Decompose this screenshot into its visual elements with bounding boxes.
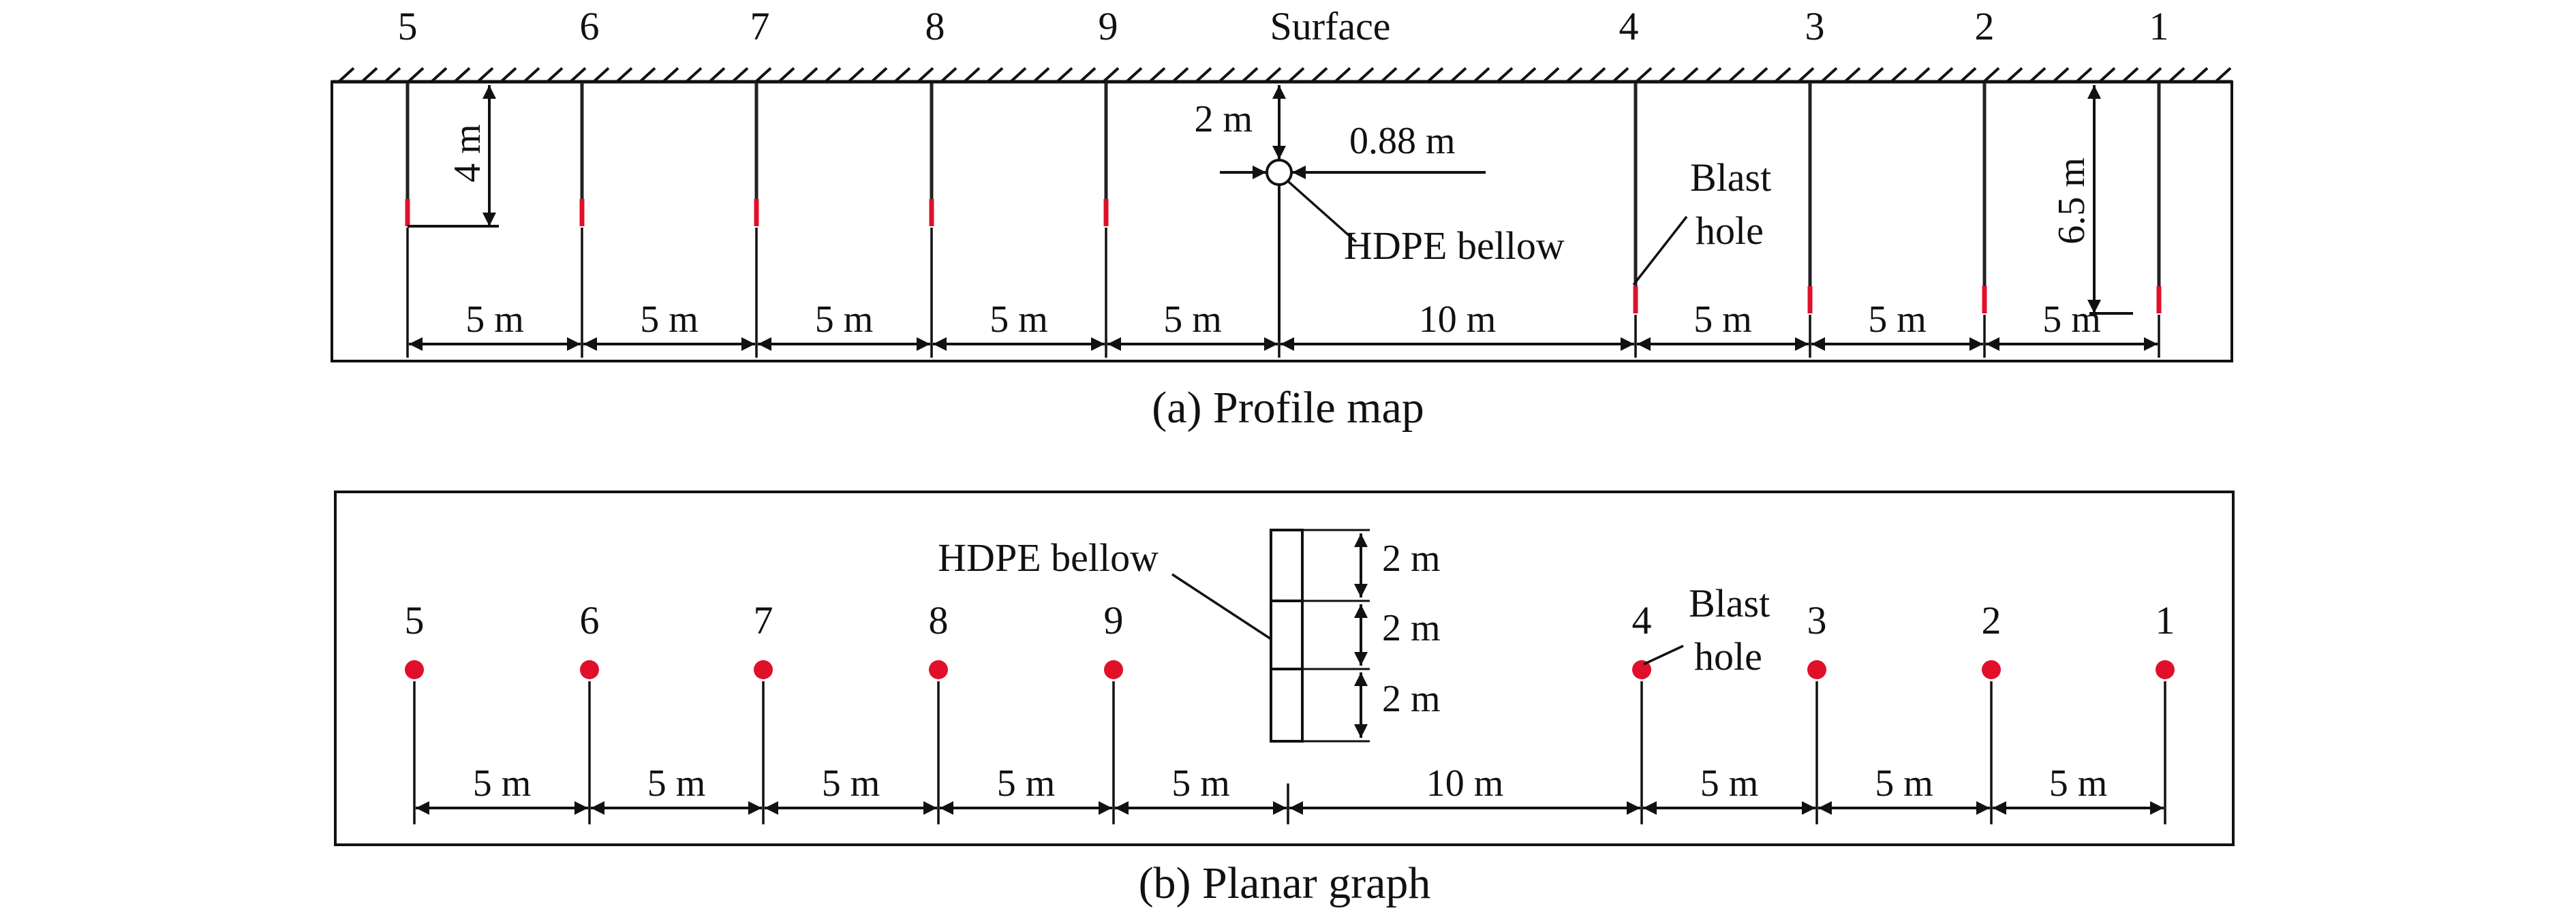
surface-label: Surface [1270, 4, 1390, 48]
planar-bellow-label: HDPE bellow [938, 535, 1159, 580]
profile-hole-number-2: 2 [1975, 4, 1995, 48]
profile-spacing-label-8: 5 m [1868, 298, 1927, 341]
bellow-section: 2 m 0.88 m HDPE bellow [1194, 85, 1565, 341]
bellow-circle [1266, 159, 1293, 186]
profile-map: 5 6 7 8 9 4 3 2 1 Surface 5 m 5 m 5 m 5 m 5 m 10 m 5 m… [331, 4, 2233, 433]
ground-hatch [337, 67, 2232, 83]
planar-hole-1 [2156, 660, 2175, 679]
profile-blast-label-2: hole [1696, 208, 1764, 253]
profile-spacing-label-7: 5 m [1693, 298, 1752, 341]
planar-hole-number-8: 8 [929, 598, 949, 642]
planar-hole-number-2: 2 [1982, 598, 2002, 642]
profile-spacing-label-1: 5 m [465, 298, 524, 341]
planar-blast-hole-callout: Blast hole [1643, 581, 1770, 679]
planar-hole-5 [405, 660, 424, 679]
segment-label-2: 2 m [1382, 607, 1441, 649]
profile-hole-number-9: 9 [1099, 4, 1118, 48]
profile-spacing-label-2: 5 m [640, 298, 699, 341]
profile-hole-number-7: 7 [750, 4, 770, 48]
planar-hole-4 [1632, 660, 1651, 679]
planar-frame [334, 491, 2235, 846]
bellow-segment-3 [1270, 668, 1304, 743]
profile-blast-label-1: Blast [1690, 155, 1771, 200]
planar-hole-3 [1807, 660, 1826, 679]
planar-graph: 5 6 7 8 9 4 3 2 1 5 m 5 m 5 m 5 m 5 m 10 m 5 m 5 m 5 m 2… [334, 491, 2235, 908]
planar-spacing-label-8: 5 m [1875, 762, 1933, 805]
planar-spacing-label-6: 10 m [1426, 762, 1504, 805]
planar-caption: (b) Planar graph [1139, 858, 1431, 908]
planar-hole-number-4: 4 [1632, 598, 1652, 642]
bellow-segment-1 [1270, 529, 1304, 602]
planar-hole-number-7: 7 [754, 598, 773, 642]
planar-blast-label-1: Blast [1689, 581, 1770, 625]
profile-frame [331, 80, 2233, 362]
depth-4m-dimension: 4 m [408, 85, 499, 228]
planar-hole-number-5: 5 [405, 598, 425, 642]
bellow-depth-label: 2 m [1194, 98, 1253, 140]
segment-label-1: 2 m [1382, 538, 1441, 580]
planar-spacing-label-5: 5 m [1171, 762, 1230, 805]
profile-hole-number-8: 8 [925, 4, 945, 48]
planar-hole-7 [754, 660, 773, 679]
profile-hole-number-5: 5 [398, 4, 418, 48]
segment-label-3: 2 m [1382, 678, 1441, 720]
profile-spacing-label-6: 10 m [1419, 298, 1497, 341]
planar-spacing-label-3: 5 m [822, 762, 880, 805]
planar-hole-number-3: 3 [1807, 598, 1827, 642]
planar-spacing-label-9: 5 m [2049, 762, 2108, 805]
profile-bellow-label: HDPE bellow [1344, 223, 1565, 268]
profile-hole-number-1: 1 [2149, 4, 2169, 48]
depth-6-5m-dimension: 6.5 m [2051, 85, 2133, 315]
profile-caption: (a) Profile map [1152, 383, 1424, 433]
profile-blast-hole-callout: Blast hole [1632, 155, 1771, 286]
planar-hole-9 [1104, 660, 1123, 679]
planar-hole-6 [580, 660, 599, 679]
planar-bellow: 2 m 2 m 2 m HDPE bellow [938, 529, 1441, 743]
planar-hole-2 [1982, 660, 2001, 679]
profile-hole-number-4: 4 [1619, 4, 1639, 48]
planar-spacing-label-2: 5 m [647, 762, 706, 805]
profile-hole-number-3: 3 [1805, 4, 1825, 48]
bellow-segment-2 [1270, 600, 1304, 670]
planar-blast-label-2: hole [1694, 634, 1762, 679]
profile-spacing-label-4: 5 m [990, 298, 1048, 341]
planar-spacing-label-4: 5 m [997, 762, 1056, 805]
profile-hole-number-6: 6 [580, 4, 600, 48]
profile-spacing-label-9: 5 m [2042, 298, 2101, 341]
profile-spacing-label-5: 5 m [1163, 298, 1222, 341]
profile-spacing-label-3: 5 m [815, 298, 874, 341]
planar-hole-number-6: 6 [580, 598, 600, 642]
depth-6-5m-label: 6.5 m [2051, 157, 2093, 245]
planar-hole-8 [929, 660, 948, 679]
planar-hole-number-1: 1 [2156, 598, 2175, 642]
planar-spacing-label-1: 5 m [473, 762, 532, 805]
depth-4m-label: 4 m [446, 124, 489, 183]
bellow-diameter-label: 0.88 m [1349, 120, 1456, 162]
planar-spacing-label-7: 5 m [1700, 762, 1759, 805]
planar-hole-number-9: 9 [1104, 598, 1124, 642]
